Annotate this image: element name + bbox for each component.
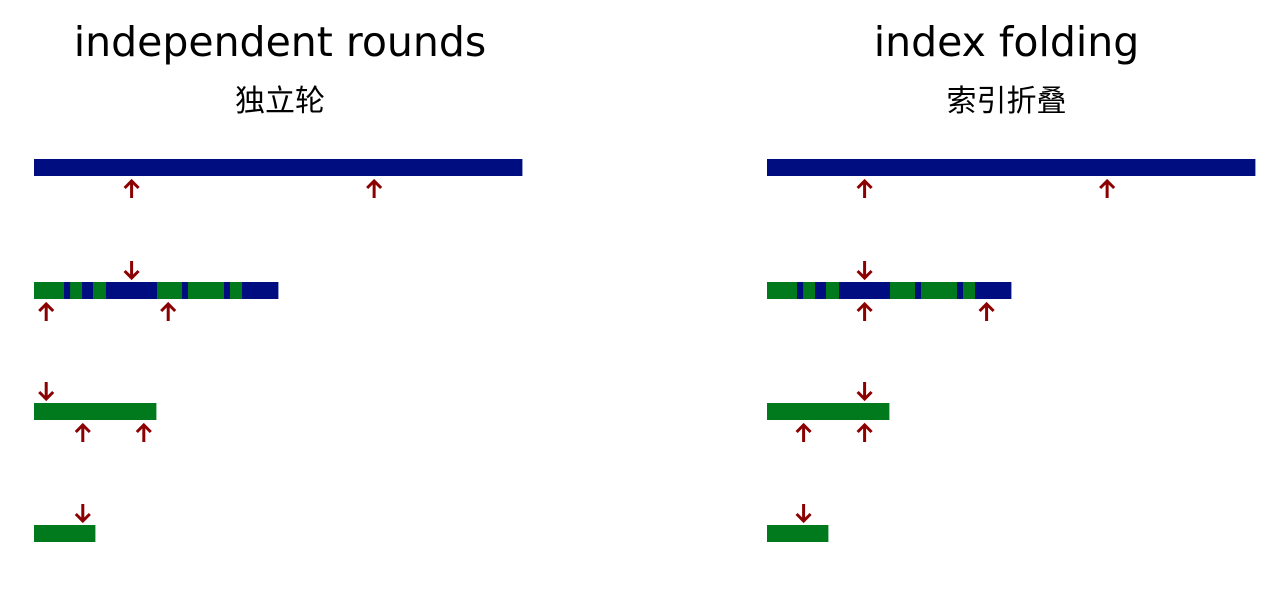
row-3 [767, 382, 890, 442]
up-arrow-icon [856, 301, 873, 321]
blue-segment [815, 282, 827, 299]
green-segment [767, 525, 829, 542]
row-3 [34, 382, 157, 442]
up-arrow-icon [856, 178, 873, 198]
blue-segment [956, 282, 964, 299]
blue-segment [974, 282, 1012, 299]
green-segment [157, 282, 183, 299]
row-2 [34, 261, 279, 321]
panel-subtitle: 独立轮 [235, 84, 325, 119]
green-segment [34, 525, 96, 542]
up-arrow-icon [74, 422, 91, 442]
blue-segment [105, 282, 158, 299]
green-segment [34, 282, 65, 299]
down-arrow-icon [123, 261, 140, 281]
up-arrow-icon [795, 422, 812, 442]
blue-segment [241, 282, 279, 299]
green-segment [767, 282, 798, 299]
green-segment [767, 403, 890, 420]
row-4 [34, 504, 96, 542]
green-segment [962, 282, 976, 299]
green-segment [34, 403, 157, 420]
up-arrow-icon [38, 301, 55, 321]
up-arrow-icon [856, 422, 873, 442]
blue-segment [838, 282, 891, 299]
panel-subtitle: 索引折叠 [946, 84, 1067, 119]
green-segment [93, 282, 107, 299]
up-arrow-icon [978, 301, 995, 321]
blue-segment [82, 282, 94, 299]
panel-independent-rounds: independent rounds 独立轮 [0, 0, 560, 609]
panel-left-graphics [34, 159, 523, 542]
blue-segment [223, 282, 231, 299]
panel-title: independent rounds [73, 18, 487, 66]
down-arrow-icon [856, 382, 873, 402]
green-segment [188, 282, 225, 299]
green-segment [921, 282, 958, 299]
row-4 [767, 504, 829, 542]
blue-segment [767, 159, 1256, 176]
panel-right-graphics [767, 159, 1256, 542]
up-arrow-icon [135, 422, 152, 442]
green-segment [826, 282, 840, 299]
row-1 [34, 159, 523, 198]
up-arrow-icon [160, 301, 177, 321]
green-segment [890, 282, 916, 299]
panel-title: index folding [873, 18, 1140, 66]
row-1 [767, 159, 1256, 198]
green-segment [229, 282, 243, 299]
row-2 [767, 261, 1012, 321]
blue-segment [64, 282, 71, 299]
green-segment [70, 282, 83, 299]
blue-segment [182, 282, 189, 299]
down-arrow-icon [38, 382, 55, 402]
up-arrow-icon [366, 178, 383, 198]
blue-segment [34, 159, 523, 176]
down-arrow-icon [74, 504, 91, 524]
down-arrow-icon [856, 261, 873, 281]
panel-index-folding: index folding 索引折叠 [733, 0, 1280, 609]
blue-segment [797, 282, 804, 299]
green-segment [803, 282, 816, 299]
blue-segment [915, 282, 922, 299]
up-arrow-icon [1099, 178, 1116, 198]
up-arrow-icon [123, 178, 140, 198]
down-arrow-icon [795, 504, 812, 524]
